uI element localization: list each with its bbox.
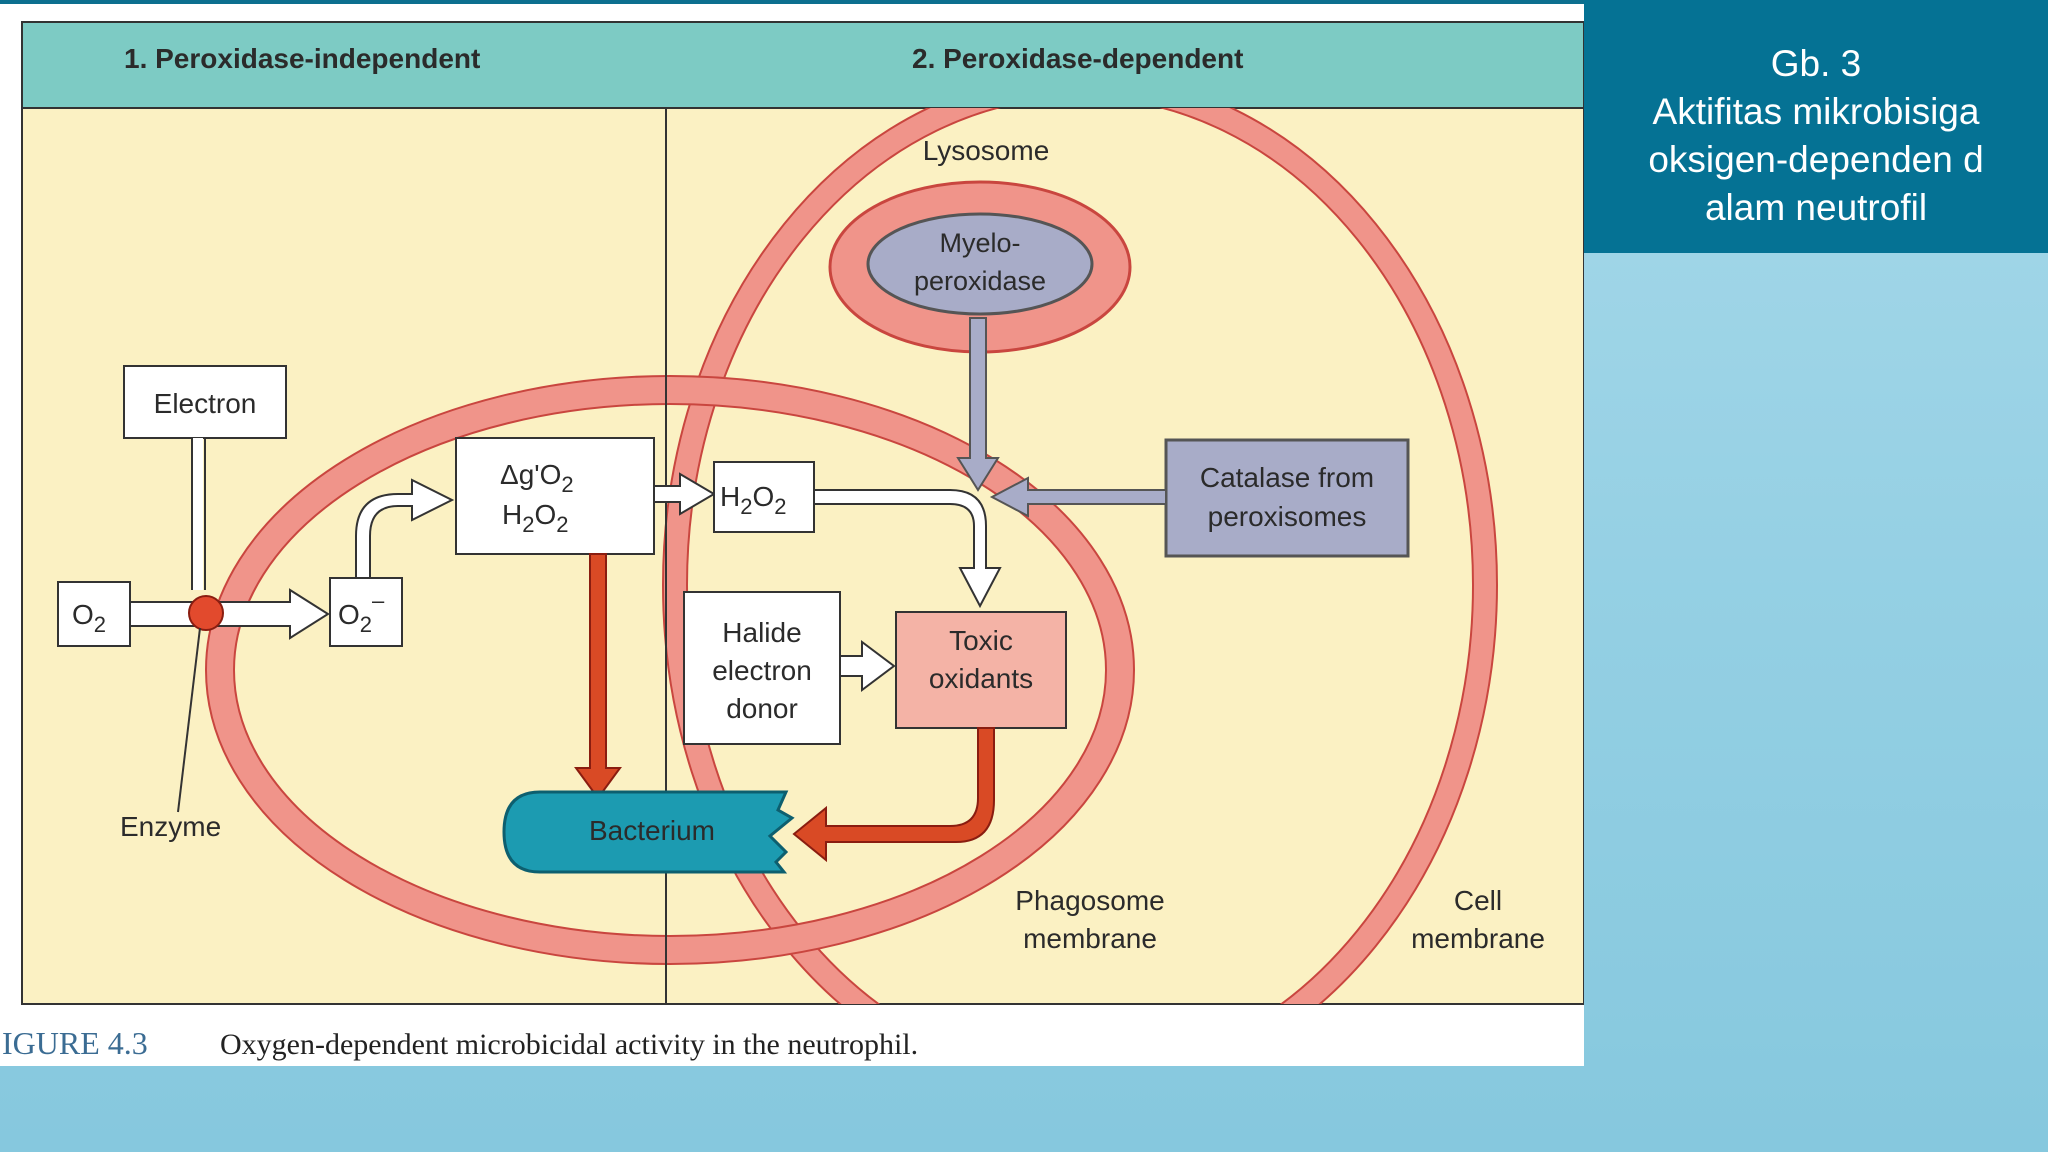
h2o2-to-toxic-arrow (813, 489, 1002, 609)
phagosome-label-1: Phagosome (1015, 885, 1164, 916)
lysosome-label: Lysosome (923, 135, 1050, 166)
catalase-box (1164, 438, 1410, 558)
header-band (21, 21, 1584, 109)
h2o2-label-b: H2O2 (720, 481, 787, 519)
o2-label: O2 (72, 599, 106, 637)
bacterium (502, 790, 795, 874)
enzyme-label: Enzyme (120, 811, 221, 842)
bacterium-label: Bacterium (589, 815, 715, 846)
cell-membrane-label-1: Cell (1454, 885, 1502, 916)
o2-to-superoxide-arrow (129, 588, 330, 640)
myeloperoxidase-arrow (956, 317, 1000, 492)
superoxide-to-singlet-arrow (355, 478, 455, 579)
o2-box (57, 581, 131, 647)
halide-label-2: electron (712, 655, 812, 686)
superoxide-label: O2– (338, 588, 385, 637)
toxic-oxidants-box (895, 611, 1067, 729)
halide-label-3: donor (726, 693, 798, 724)
figure-panel: 1. Peroxidase-independent 2. Peroxidase-… (0, 0, 1584, 1066)
figure-caption: Oxygen-dependent microbicidal activity i… (220, 1028, 918, 1061)
cell-membrane-label-2: membrane (1411, 923, 1545, 954)
figure-number: IGURE 4.3 (2, 1025, 148, 1061)
top-rule (0, 0, 1584, 4)
toxic-to-bacterium-arrow (792, 727, 995, 863)
singlet-h2o2-box (455, 437, 655, 555)
electron-label: Electron (154, 388, 257, 419)
catalase-arrow (989, 476, 1167, 518)
halide-box (683, 591, 841, 745)
singlet-to-h2o2-arrow (653, 472, 716, 516)
toxic-label-1: Toxic (949, 625, 1013, 656)
catalase-label-1: Catalase from (1200, 462, 1374, 493)
toxic-label-2: oxidants (929, 663, 1033, 694)
catalase-label-2: peroxisomes (1208, 501, 1367, 532)
slide-title-line: Aktifitas mikrobisiga (1652, 91, 1980, 132)
myeloperoxidase-label-2: peroxidase (914, 266, 1046, 296)
neutrophil-diagram: 1. Peroxidase-independent 2. Peroxidase-… (0, 0, 1584, 1061)
enzyme-pointer (177, 627, 201, 813)
slide-title-line: Gb. 3 (1770, 43, 1862, 84)
singlet-oxygen-label: Δg'O2 (500, 459, 574, 497)
slide-title-line: alam neutrofil (1704, 187, 1928, 228)
myeloperoxidase (866, 212, 1094, 316)
halide-to-toxic-arrow (839, 640, 896, 692)
enzyme-dot (188, 595, 224, 631)
h2o2-label-a: H2O2 (502, 499, 569, 537)
myeloperoxidase-label-1: Myelo- (939, 228, 1020, 258)
header-peroxidase-dependent: 2. Peroxidase-dependent (912, 43, 1243, 74)
h2o2-box (713, 461, 815, 533)
h2o2-to-bacterium-arrow (574, 553, 622, 800)
header-peroxidase-independent: 1. Peroxidase-independent (124, 43, 480, 74)
superoxide-box (329, 577, 403, 647)
phagosome-membrane (207, 377, 1133, 963)
phagosome-label-2: membrane (1023, 923, 1157, 954)
slide-title-line: oksigen-dependen d (1648, 139, 1984, 180)
slide-title: Gb. 3 Aktifitas mikrobisiga oksigen-depe… (1584, 0, 2048, 253)
halide-label-1: Halide (722, 617, 801, 648)
cell-membrane (664, 108, 1496, 1004)
